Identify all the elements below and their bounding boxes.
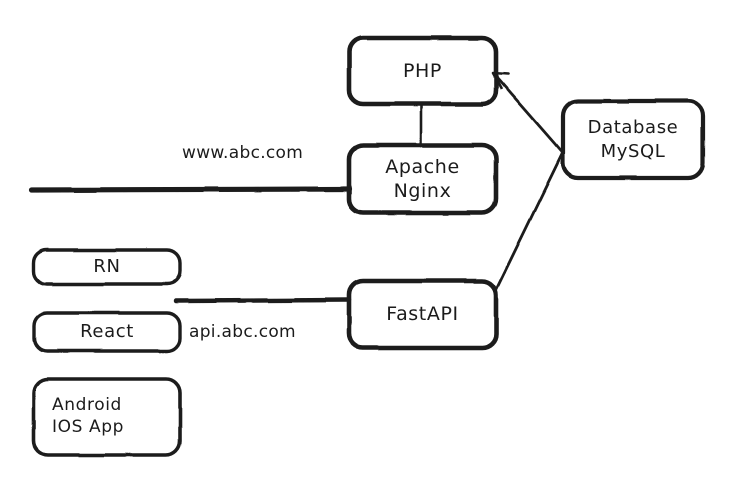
node-box-apache: [346, 142, 499, 216]
edge-fastapi-database: [493, 150, 565, 294]
arrowhead-php: [491, 71, 510, 90]
node-box-react: [32, 311, 182, 353]
edge-database-php: [492, 72, 564, 154]
node-box-rn: [32, 248, 182, 286]
edge-web-entry: [29, 186, 352, 193]
node-box-database: [560, 98, 706, 181]
node-box-fastapi: [346, 278, 499, 351]
edge-api-entry: [173, 297, 352, 304]
node-box-mobile: [32, 377, 182, 457]
node-box-php: [346, 35, 499, 107]
